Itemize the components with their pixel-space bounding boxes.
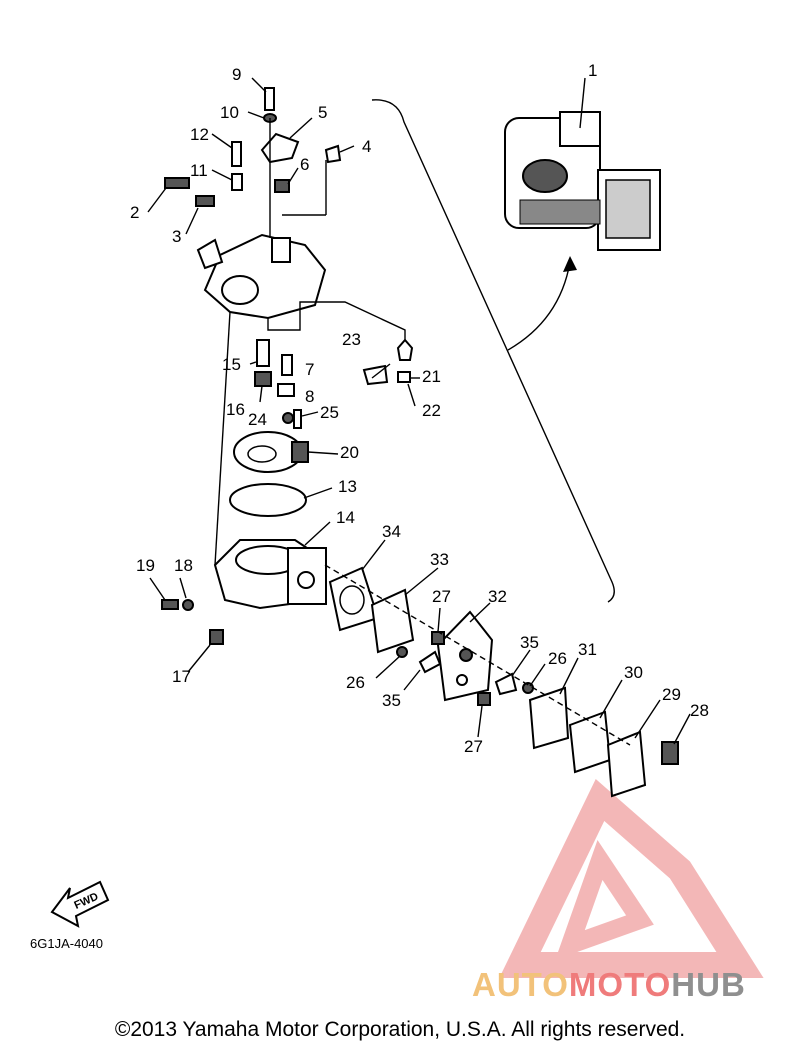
callout-25: 25	[320, 403, 339, 422]
callout-35-bottom: 35	[382, 691, 401, 710]
carburetor-assembly-illustration	[504, 77, 661, 251]
callout-30: 30	[624, 663, 643, 682]
callout-24: 24	[248, 410, 267, 429]
callout-8: 8	[305, 387, 314, 406]
callout-5: 5	[318, 103, 327, 122]
callout-18: 18	[174, 556, 193, 575]
callout-15: 15	[222, 355, 241, 374]
diagram-code: 6G1JA-4040	[30, 936, 103, 951]
bracket-curve	[371, 99, 615, 603]
small-parts-middle	[229, 338, 414, 517]
callout-32: 32	[488, 587, 507, 606]
leader-lines	[147, 77, 691, 746]
callout-20: 20	[340, 443, 359, 462]
fwd-arrow-icon: FWD	[50, 880, 110, 928]
watermark-moto: MOTO	[568, 966, 672, 1003]
callout-7: 7	[305, 360, 314, 379]
callout-23: 23	[342, 330, 361, 349]
watermark-hub: HUB	[671, 966, 746, 1003]
callout-21: 21	[422, 367, 441, 386]
small-parts-top	[164, 87, 342, 207]
callout-26-left: 26	[346, 673, 365, 692]
callout-35-top: 35	[520, 633, 539, 652]
callout-22: 22	[422, 401, 441, 420]
callout-12: 12	[190, 125, 209, 144]
callout-2: 2	[130, 203, 139, 222]
callout-6: 6	[300, 155, 309, 174]
callout-26-right: 26	[548, 649, 567, 668]
float-bowl-body	[161, 539, 327, 645]
callout-17: 17	[172, 667, 191, 686]
part-callouts: 1 2 3 4 5 6 7 8 9 10 11 12 13 14 15 16 1…	[130, 61, 709, 756]
gaskets-and-plates	[328, 566, 679, 798]
callout-29: 29	[662, 685, 681, 704]
watermark-brand: AUTOMOTOHUB	[472, 966, 746, 1004]
callout-1: 1	[588, 61, 597, 80]
watermark-logo	[499, 778, 764, 978]
callout-27-top: 27	[432, 587, 451, 606]
callout-27-bottom: 27	[464, 737, 483, 756]
callout-3: 3	[172, 227, 181, 246]
assembly-arrow	[507, 261, 571, 351]
callout-11: 11	[190, 161, 208, 180]
callout-13: 13	[338, 477, 357, 496]
callout-34: 34	[382, 522, 401, 541]
arrow-head	[563, 256, 577, 272]
callout-31: 31	[578, 640, 597, 659]
callout-33: 33	[430, 550, 449, 569]
callout-10: 10	[220, 103, 239, 122]
watermark-auto: AUTO	[472, 966, 569, 1003]
callout-9: 9	[232, 65, 241, 84]
carburetor-upper-body	[196, 233, 327, 320]
copyright-footer: ©2013 Yamaha Motor Corporation, U.S.A. A…	[114, 1018, 686, 1041]
callout-4: 4	[362, 137, 371, 156]
callout-19: 19	[136, 556, 155, 575]
callout-14: 14	[336, 508, 355, 527]
callout-28: 28	[690, 701, 709, 720]
callout-16: 16	[226, 400, 245, 419]
